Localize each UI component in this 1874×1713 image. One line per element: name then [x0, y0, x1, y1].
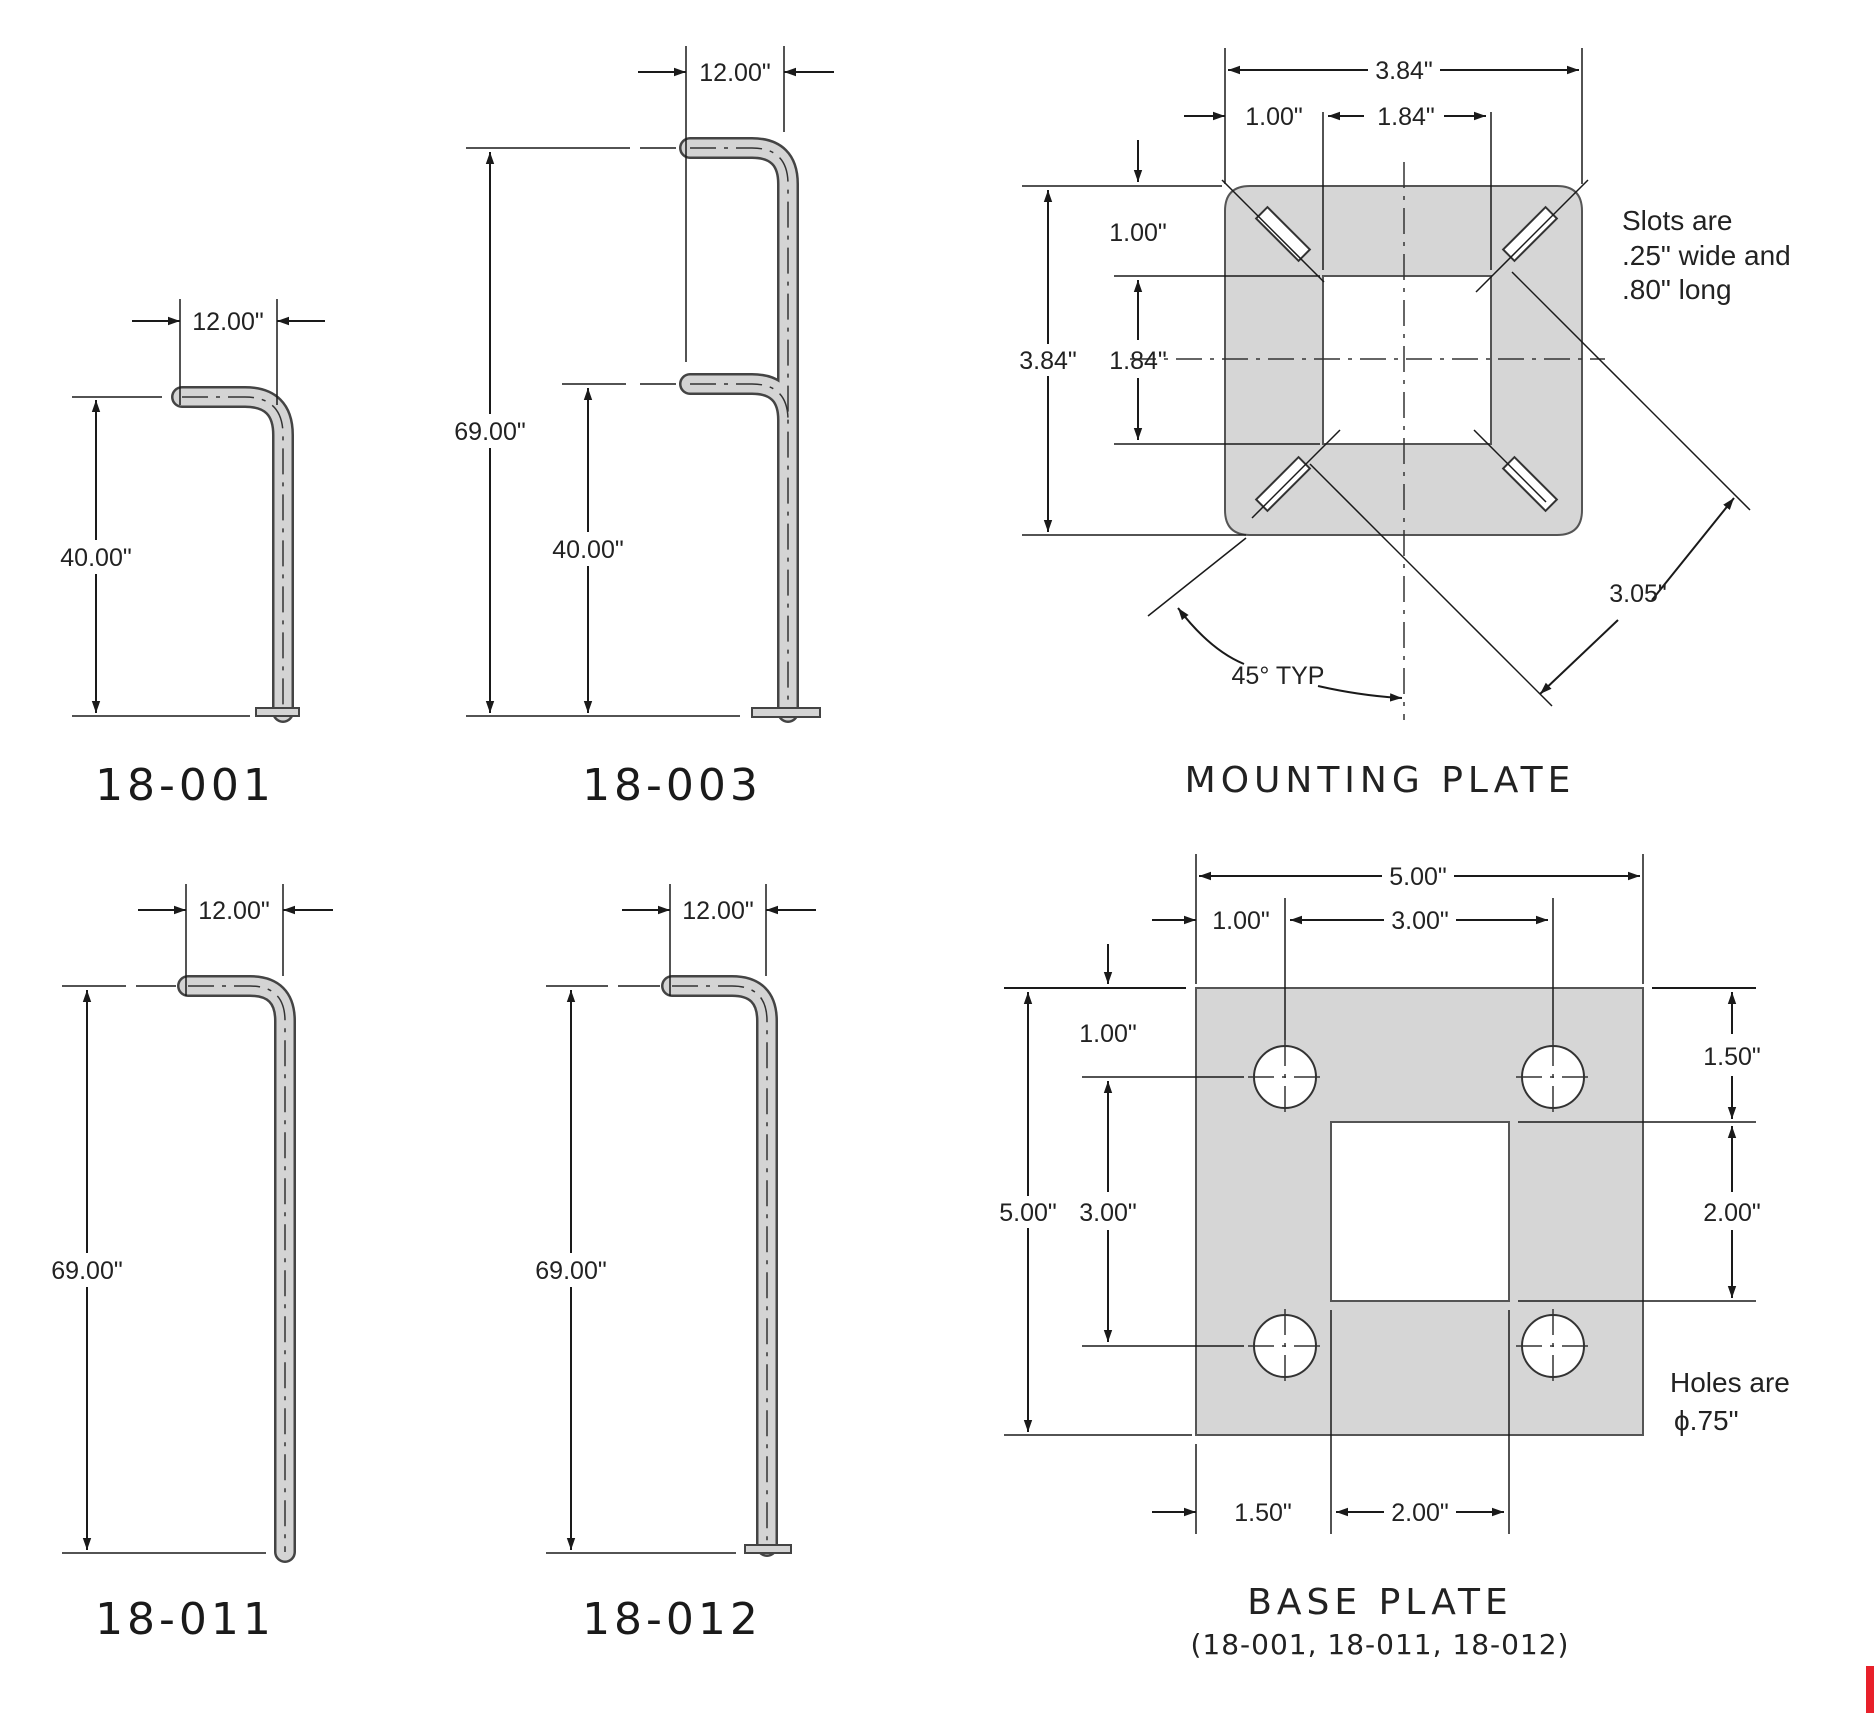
part-label-18-012: 18-012: [582, 1594, 762, 1645]
mp-dim-top-offset: 1.00": [1109, 219, 1167, 247]
mp-note-line1: Slots are: [1622, 205, 1733, 236]
dim-18-001-height: 40.00": [60, 544, 131, 572]
dim-18-012-height: 69.00": [535, 1257, 606, 1285]
foot-plate-18-003: [751, 707, 821, 718]
dim-18-003-lower-height: 40.00": [552, 536, 623, 564]
bp-dim-hole-offset-y: 1.00": [1079, 1020, 1137, 1048]
mp-dim-left-offset: 1.00": [1245, 103, 1303, 131]
mp-dim-opening-height: 1.84": [1109, 347, 1167, 375]
foot-plate-18-001: [255, 707, 300, 717]
bp-dim-overall-width: 5.00": [1389, 863, 1447, 891]
slot-top-left: [1254, 205, 1312, 263]
bp-note-line2: ϕ.75": [1674, 1405, 1739, 1436]
pipe-18-011: [177, 975, 296, 1563]
bp-dim-hole-spacing-y: 3.00": [1079, 1199, 1137, 1227]
part-18-003-drawing: 12.00" 69.00" 40.00" 18-003: [442, 46, 834, 811]
slot-top-right: [1501, 205, 1559, 263]
dim-18-011-width: 12.00": [198, 897, 269, 925]
pipe-18-001: [171, 386, 300, 723]
foot-plate-18-012: [744, 1544, 792, 1554]
mounting-plate-title: MOUNTING PLATE: [1185, 760, 1576, 801]
mounting-plate-drawing: 3.84" 1.00" 1.84" 3.84" 1.00" 1.84" 3.05…: [1010, 48, 1791, 801]
dim-18-003-total-height: 69.00": [454, 418, 525, 446]
pipe-18-003: [679, 137, 821, 723]
slot-bottom-right: [1501, 455, 1559, 513]
mp-dim-overall-width: 3.84": [1375, 57, 1433, 85]
base-plate-drawing: 5.00" 1.00" 3.00" 5.00" 1.00" 3.00" 1.50…: [990, 854, 1790, 1661]
dim-18-001-width: 12.00": [192, 308, 263, 336]
pipe-18-012: [661, 975, 792, 1557]
part-label-18-003: 18-003: [582, 760, 762, 811]
part-18-012-drawing: 12.00" 69.00" 18-012: [524, 884, 816, 1645]
base-plate-holes: [1248, 1040, 1590, 1383]
base-plate-title: BASE PLATE: [1247, 1582, 1513, 1623]
part-18-001-drawing: 12.00" 40.00" 18-001: [50, 299, 325, 811]
slot-bottom-left: [1254, 455, 1312, 513]
part-label-18-011: 18-011: [95, 1594, 275, 1645]
mp-dim-opening-width: 1.84": [1377, 103, 1435, 131]
bp-dim-hole-spacing-x: 3.00": [1391, 907, 1449, 935]
mounting-slots: [1254, 205, 1559, 513]
bp-dim-right-top: 1.50": [1703, 1043, 1761, 1071]
dim-18-003-width: 12.00": [699, 59, 770, 87]
bp-note-line1: Holes are: [1670, 1367, 1790, 1398]
mp-dim-overall-height: 3.84": [1019, 347, 1077, 375]
dim-18-011-height: 69.00": [51, 1257, 122, 1285]
bp-dim-bottom-offset: 1.50": [1234, 1499, 1292, 1527]
base-plate-subtitle: (18-001, 18-011, 18-012): [1191, 1628, 1570, 1661]
bp-dim-hole-offset-x: 1.00": [1212, 907, 1270, 935]
dim-18-012-width: 12.00": [682, 897, 753, 925]
mp-note-line3: .80" long: [1622, 274, 1732, 305]
corner-accent-mark: [1866, 1666, 1874, 1713]
mp-dim-angle: 45° TYP: [1232, 662, 1325, 690]
part-18-011-drawing: 12.00" 69.00" 18-011: [40, 884, 333, 1645]
bp-dim-overall-height: 5.00": [999, 1199, 1057, 1227]
mp-dim-diagonal: 3.05": [1609, 580, 1667, 608]
bp-dim-right-opening: 2.00": [1703, 1199, 1761, 1227]
part-label-18-001: 18-001: [95, 760, 275, 811]
mp-note-line2: .25" wide and: [1622, 240, 1791, 271]
bp-dim-bottom-opening: 2.00": [1391, 1499, 1449, 1527]
